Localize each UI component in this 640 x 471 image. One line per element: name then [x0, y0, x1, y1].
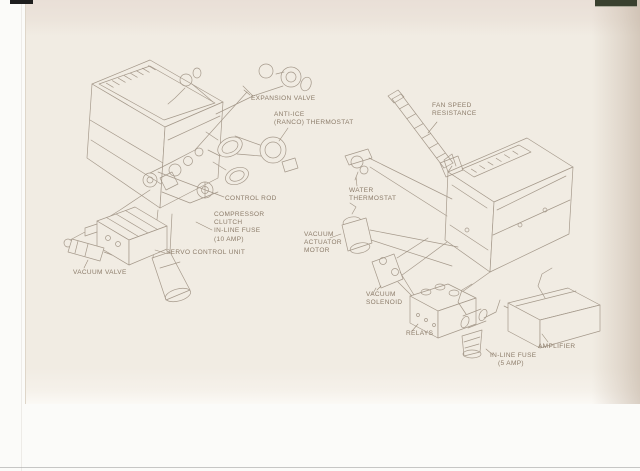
evaporator-unit-right-drawing	[397, 137, 574, 293]
label-fan-speed-resistance: FAN SPEED RESISTANCE	[432, 102, 477, 118]
amplifier-drawing	[503, 267, 601, 349]
label-line: RESISTANCE	[432, 110, 477, 118]
label-line: IN-LINE FUSE	[214, 227, 261, 235]
vacuum-solenoid-drawing	[371, 237, 429, 297]
label-line: WATER	[349, 187, 374, 194]
hose-outlets	[205, 131, 249, 186]
vacuum-actuator-motor-drawing	[341, 202, 459, 267]
scan-artifact-mark-top-right	[595, 0, 637, 6]
evaporator-unit-left-drawing	[86, 59, 249, 303]
label-line: ANTI-ICE	[274, 111, 305, 118]
label-vacuum-solenoid: VACUUM SOLENOID	[366, 291, 402, 307]
label-compressor-clutch-fuse: COMPRESSOR CLUTCH IN-LINE FUSE (10 AMP)	[214, 211, 264, 244]
label-line: CLUTCH	[214, 219, 243, 227]
scan-artifact-line	[21, 0, 22, 471]
label-line: EXPANSION VALVE	[251, 95, 316, 102]
label-line: FAN SPEED	[432, 102, 472, 109]
label-line: CONTROL ROD	[225, 195, 277, 202]
vacuum-valve-drawing	[63, 238, 113, 262]
label-in-line-fuse-5-amp: IN-LINE FUSE (5 AMP)	[490, 352, 536, 368]
label-line: (10 AMP)	[214, 235, 244, 243]
control-rod-drawing	[157, 171, 225, 198]
label-amplifier: AMPLIFIER	[538, 343, 575, 351]
label-line: IN-LINE FUSE	[490, 352, 537, 359]
label-line: VACUUM	[366, 291, 396, 298]
label-line: MOTOR	[304, 247, 330, 255]
label-line: THERMOSTAT	[349, 195, 397, 203]
label-vacuum-valve: VACUUM VALVE	[73, 269, 127, 277]
label-line: AMPLIFIER	[538, 343, 576, 350]
servo-control-unit-drawing	[69, 206, 168, 266]
fan-speed-resistance-drawing	[387, 89, 464, 178]
label-vacuum-actuator-motor: VACUUM ACTUATOR MOTOR	[304, 231, 342, 256]
label-line: VACUUM	[304, 231, 334, 238]
label-water-thermostat: WATER THERMOSTAT	[349, 187, 396, 203]
scan-artifact-mark-top-left	[10, 0, 33, 4]
anti-ice-thermostat-drawing	[234, 135, 299, 173]
label-line: (5 AMP)	[498, 360, 524, 368]
label-line: SOLENOID	[366, 299, 403, 307]
in-line-fuse-drawing	[457, 283, 501, 359]
label-line: ACTUATOR	[304, 239, 342, 247]
label-control-rod: CONTROL ROD	[225, 195, 277, 203]
label-line: SERVO CONTROL UNIT	[166, 249, 246, 256]
relays-drawing	[399, 271, 477, 339]
heater-valve-drawing	[167, 67, 214, 105]
label-line: VACUUM VALVE	[73, 269, 127, 276]
expansion-valve-drawing	[215, 63, 312, 115]
label-line: RELAYS	[406, 330, 434, 337]
label-expansion-valve: EXPANSION VALVE	[251, 95, 316, 103]
label-servo-control-unit: SERVO CONTROL UNIT	[166, 249, 245, 257]
label-line: (RANCO) THERMOSTAT	[274, 119, 354, 127]
paper-left-edge	[25, 0, 26, 404]
label-anti-ice-thermostat: ANTI-ICE (RANCO) THERMOSTAT	[274, 111, 354, 127]
label-relays: RELAYS	[406, 330, 433, 338]
water-thermostat-drawing	[344, 148, 453, 217]
label-line: COMPRESSOR	[214, 211, 265, 218]
leader-lines	[83, 89, 549, 356]
scan-artifact-bottom-line	[0, 467, 640, 468]
